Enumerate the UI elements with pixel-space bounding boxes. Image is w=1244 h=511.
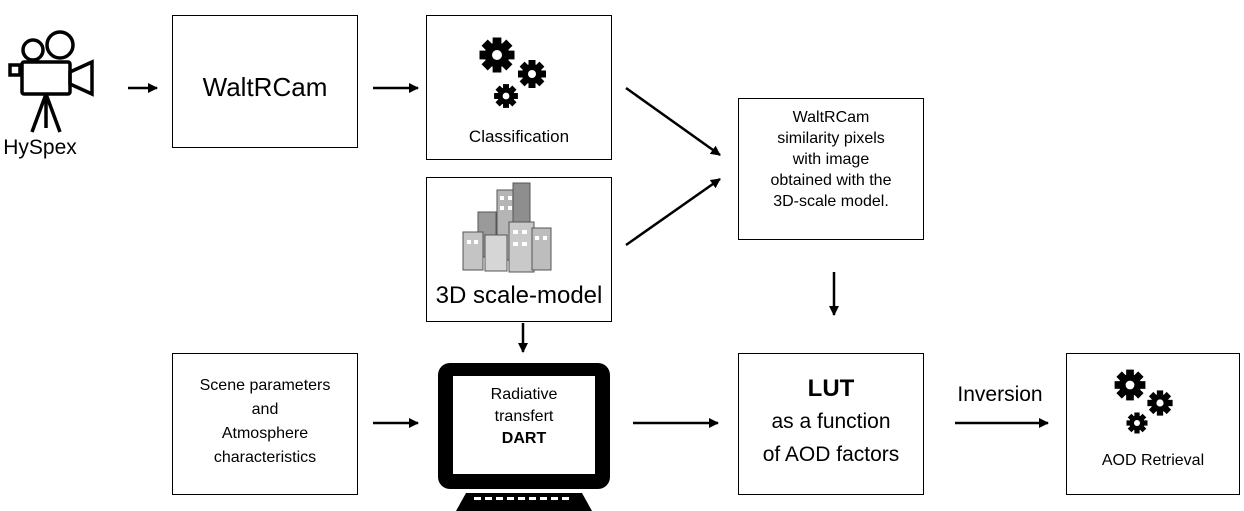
city-buildings-icon	[462, 182, 552, 273]
similarity-line-3: with image	[792, 151, 870, 168]
scene-parameters-box: Scene parameters and Atmosphere characte…	[172, 353, 358, 495]
video-camera-icon	[8, 30, 94, 133]
classification-box: Classification	[426, 15, 612, 160]
scale-model-label: 3D scale-model	[435, 282, 603, 309]
waltrcam-label: WaltRCam	[202, 72, 328, 102]
classification-label: Classification	[468, 127, 570, 146]
scene-parameters-text: Scene parameters and Atmosphere characte…	[173, 374, 357, 470]
arrow-classification-to-similarity	[625, 86, 721, 157]
hyspex-label: HySpex	[3, 136, 77, 159]
dart-line-1: Radiative	[490, 386, 558, 403]
lut-title: LUT	[807, 375, 855, 402]
scene-line-2: and	[251, 401, 279, 418]
similarity-line-2: similarity pixels	[777, 130, 885, 147]
similarity-text: WaltRCam similarity pixels with image ob…	[739, 107, 923, 212]
scene-line-3: Atmosphere	[221, 425, 309, 442]
scene-line-1: Scene parameters	[199, 377, 331, 394]
similarity-line-1: WaltRCam	[792, 109, 870, 126]
lut-text: LUT as a function of AOD factors	[739, 372, 923, 471]
waltrcam-box: WaltRCam	[172, 15, 358, 148]
arrow-scalemodel-to-similarity	[625, 177, 721, 247]
dart-line-2: transfert	[494, 408, 554, 425]
computer-monitor-icon	[438, 363, 610, 489]
similarity-box: WaltRCam similarity pixels with image ob…	[738, 98, 924, 240]
keyboard-icon	[456, 493, 592, 511]
lut-line-2: as a function	[771, 410, 891, 433]
lut-line-3: of AOD factors	[762, 443, 900, 466]
scale-model-box: 3D scale-model	[426, 177, 612, 322]
dart-line-3: DART	[501, 430, 547, 447]
dart-text: Radiative transfert DART	[453, 384, 595, 450]
similarity-line-5: 3D-scale model.	[773, 193, 889, 210]
aod-retrieval-label: AOD Retrieval	[1101, 452, 1205, 469]
aod-retrieval-box: AOD Retrieval	[1066, 353, 1240, 495]
scene-line-4: characteristics	[213, 449, 317, 466]
inversion-label: Inversion	[957, 383, 1043, 406]
lut-box: LUT as a function of AOD factors	[738, 353, 924, 495]
similarity-line-4: obtained with the	[770, 172, 892, 189]
